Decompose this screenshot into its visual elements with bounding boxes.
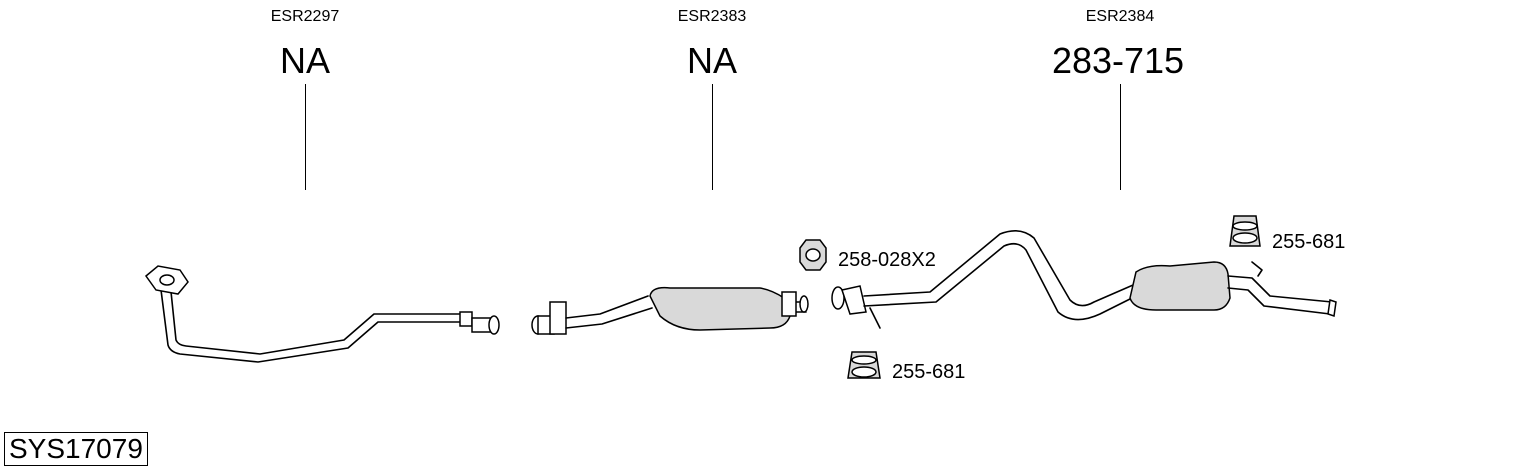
section-3-part-number[interactable]: 283-715 — [1051, 40, 1185, 81]
section-1-ref: ESR2297 — [270, 8, 340, 25]
centre-silencer[interactable] — [531, 286, 809, 335]
section-2-leader-line — [712, 84, 713, 190]
rear-silencer[interactable] — [831, 230, 1337, 329]
section-2-part-number[interactable]: NA — [686, 40, 738, 81]
hanger-lower-part-label[interactable]: 255-681 — [892, 361, 966, 383]
hanger-upper-part-label[interactable]: 255-681 — [1272, 231, 1346, 253]
rubber-hanger-upper-icon[interactable] — [1229, 215, 1261, 247]
section-1-leader-line — [305, 84, 306, 190]
section-1-part-number[interactable]: NA — [279, 40, 331, 81]
system-code-box: SYS17079 — [4, 432, 148, 466]
nut-icon[interactable] — [799, 239, 827, 271]
rubber-hanger-lower-icon[interactable] — [847, 351, 881, 379]
section-3-ref: ESR2384 — [1085, 8, 1155, 25]
nut-part-label[interactable]: 258-028X2 — [838, 249, 936, 271]
section-2-ref: ESR2383 — [677, 8, 747, 25]
front-pipe[interactable] — [144, 265, 500, 363]
section-3-leader-line — [1120, 84, 1121, 190]
